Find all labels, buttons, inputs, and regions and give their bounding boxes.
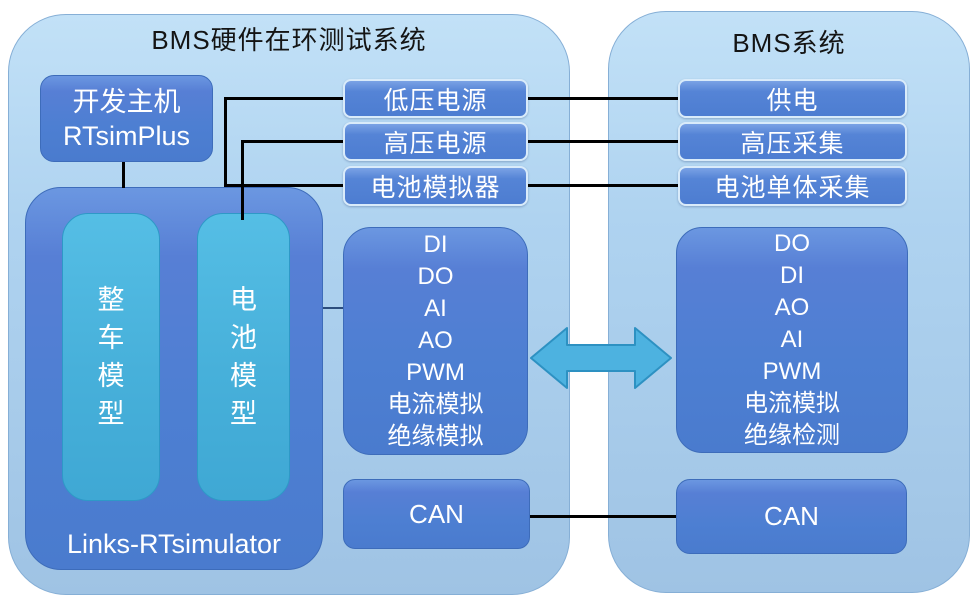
- supply-box: 供电: [678, 79, 907, 118]
- line-can-to-can: [530, 515, 676, 518]
- right-panel-title: BMS系统: [732, 28, 846, 58]
- line-vertical-b: [241, 140, 244, 220]
- line-simulator-to-io: [323, 307, 343, 309]
- line-lv-power-left: [226, 97, 343, 100]
- left-io-box: DI DO AI AO PWM 电流模拟 绝缘模拟: [343, 227, 528, 455]
- line-vertical-a: [224, 97, 227, 187]
- bidirectional-arrow-icon: [530, 327, 672, 389]
- right-io-box: DO DI AO AI PWM 电流模拟 绝缘检测: [676, 227, 908, 453]
- links-simulator-label: Links-RTsimulator: [66, 529, 282, 559]
- left-panel-title: BMS硬件在环测试系统: [151, 25, 427, 55]
- lv-power-box: 低压电源: [343, 79, 528, 118]
- right-can-box: CAN: [676, 479, 907, 554]
- left-can-box: CAN: [343, 479, 530, 549]
- line-hv-power-to-hv-acquisition: [528, 140, 678, 143]
- battery-model-box: 电 池 模 型: [197, 213, 290, 501]
- hv-power-box: 高压电源: [343, 122, 528, 161]
- line-battery-sim-to-cell-acquisition: [528, 184, 678, 187]
- line-hv-power-left: [243, 140, 343, 143]
- dev-host-box: 开发主机 RTsimPlus: [40, 75, 213, 162]
- cell-acquisition-box: 电池单体采集: [678, 166, 907, 206]
- battery-simulator-box: 电池模拟器: [343, 166, 528, 206]
- line-battery-sim-left: [226, 184, 343, 187]
- line-lv-power-to-supply: [528, 97, 678, 100]
- line-devhost-to-simulator: [122, 162, 125, 188]
- vehicle-model-box: 整 车 模 型: [62, 213, 160, 501]
- hv-acquisition-box: 高压采集: [678, 122, 907, 161]
